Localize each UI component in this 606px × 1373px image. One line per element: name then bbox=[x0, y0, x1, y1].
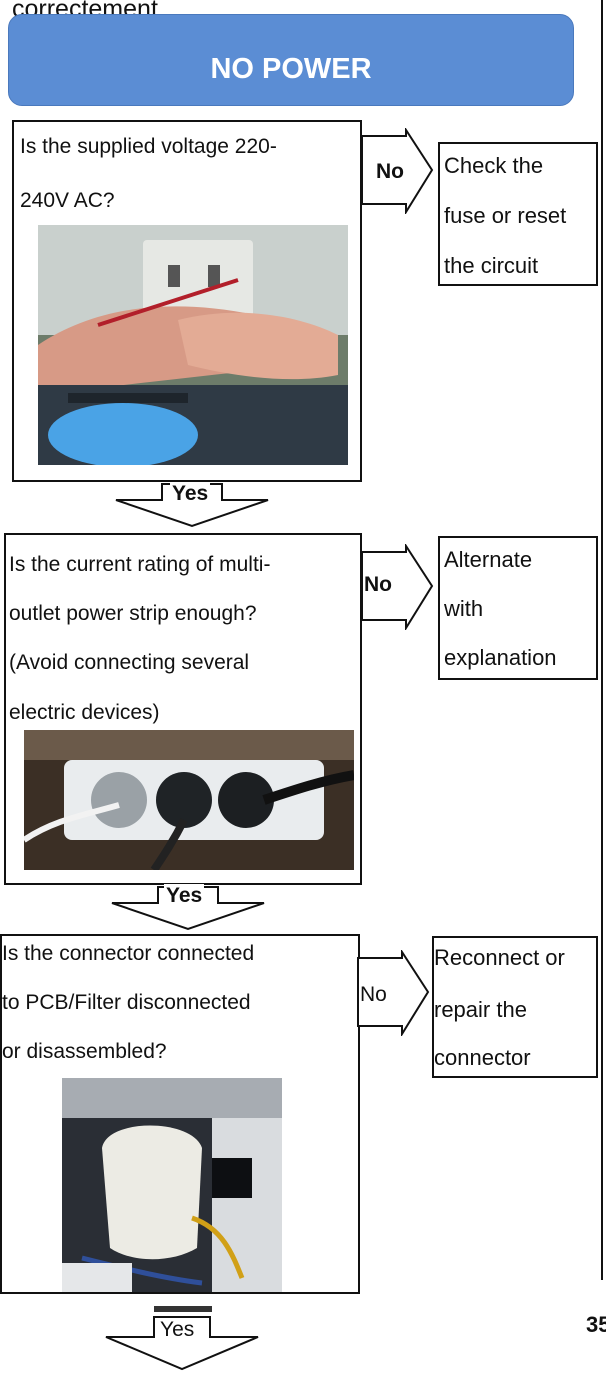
step-1-no-label: No bbox=[376, 160, 404, 183]
step-2-question-line-3: (Avoid connecting several bbox=[9, 651, 250, 674]
step-3-action-line-1: Reconnect or bbox=[434, 945, 565, 970]
step-2-no-label: No bbox=[364, 573, 392, 596]
step-2-yes-arrow bbox=[110, 885, 266, 931]
step-2-no-arrow bbox=[360, 544, 436, 630]
step-1-action-line-3: the circuit bbox=[444, 253, 539, 278]
step-3-action-line-3: connector bbox=[434, 1045, 531, 1070]
step-1-action-line-1: Check the bbox=[444, 153, 544, 178]
step-2-action-line-2: with bbox=[444, 596, 484, 621]
step-1-action-box bbox=[438, 142, 598, 286]
step-3-action-box bbox=[432, 936, 598, 1078]
page-number-text: 35 bbox=[586, 1312, 606, 1337]
step-3-question-line-3: or disassembled? bbox=[2, 1040, 167, 1063]
step-3-action-line-2: repair the bbox=[434, 997, 527, 1022]
step-3-yes-arrow bbox=[104, 1315, 260, 1371]
step-2-photo bbox=[24, 730, 354, 870]
step-2-action-line-1: Alternate bbox=[444, 547, 533, 572]
step-1-photo bbox=[38, 225, 348, 465]
step-3-photo bbox=[62, 1078, 282, 1292]
step-1-no-arrow bbox=[360, 128, 436, 214]
step-1-question-line-2: 240V AC? bbox=[20, 189, 115, 212]
step-3-yes-label: Yes bbox=[158, 1318, 197, 1342]
step-2-yes-label: Yes bbox=[164, 884, 205, 908]
step-2-question-line-1: Is the current rating of multi- bbox=[9, 553, 271, 576]
step-1-question-line-1: Is the supplied voltage 220- bbox=[20, 135, 277, 158]
step-2-question-line-4: electric devices) bbox=[9, 701, 160, 724]
title-banner bbox=[8, 14, 574, 106]
page-number: 35 bbox=[586, 1312, 606, 1338]
step-3-no-label: No bbox=[360, 983, 387, 1006]
step-3-question-line-2: to PCB/Filter disconnected bbox=[2, 991, 251, 1014]
step-3-question-line-1: Is the connector connected bbox=[2, 942, 255, 965]
page-title: NO POWER bbox=[210, 53, 372, 85]
step-2-action-box bbox=[438, 536, 598, 680]
step-3-yes-top-bar bbox=[154, 1306, 212, 1312]
step-1-action-line-2: fuse or reset bbox=[444, 203, 567, 228]
step-2-action-line-3: explanation bbox=[444, 645, 557, 670]
step-3-no-arrow bbox=[356, 950, 432, 1036]
right-margin-rule bbox=[601, 0, 603, 1280]
step-1-yes-label: Yes bbox=[170, 482, 211, 506]
step-2-question-line-2: outlet power strip enough? bbox=[9, 602, 257, 625]
